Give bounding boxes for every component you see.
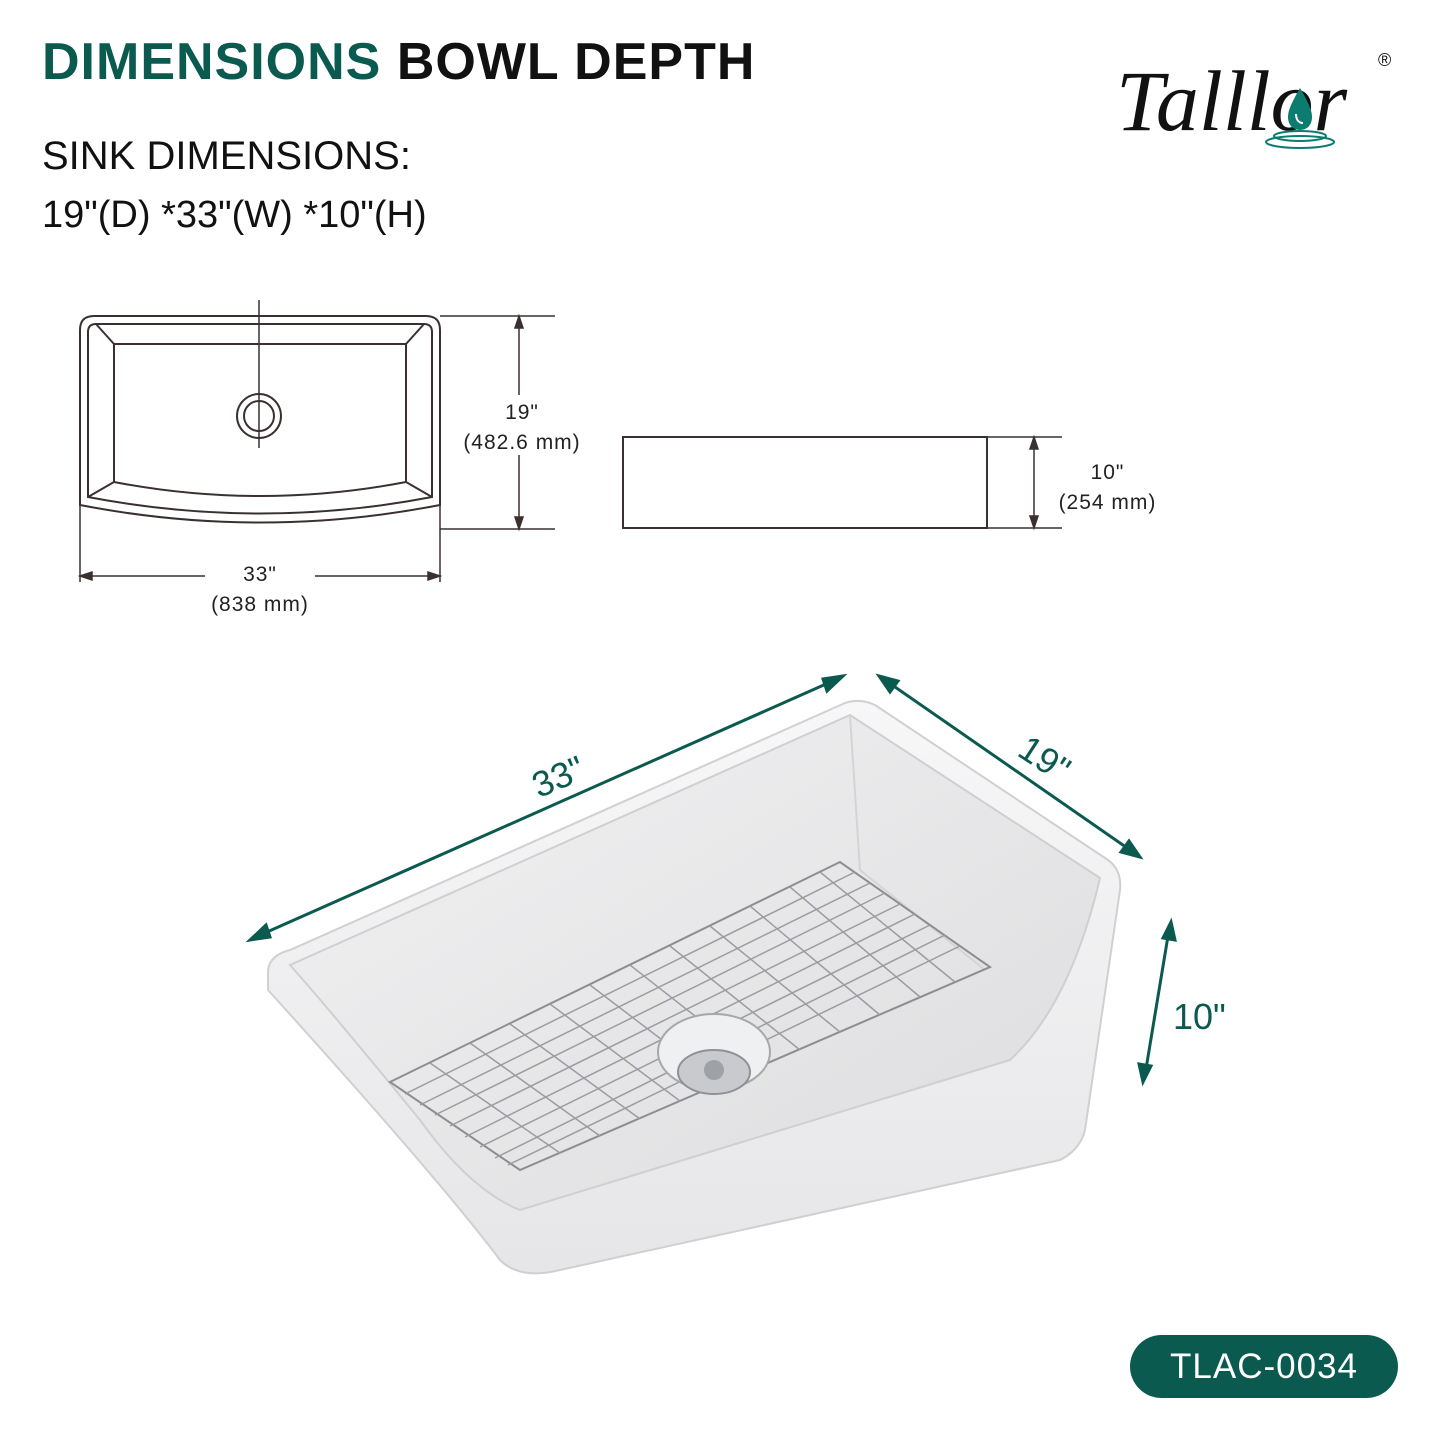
bottom-grid-rack xyxy=(388,860,993,1172)
sink-product-image xyxy=(245,673,1177,1275)
product-height-label: 10" xyxy=(1173,996,1226,1037)
side-view-height-in: 10" xyxy=(1090,461,1125,484)
title-accent: DIMENSIONS xyxy=(42,33,382,91)
width-dimension-line xyxy=(77,505,443,582)
technical-drawings xyxy=(77,300,1062,582)
model-code: TLAC-0034 xyxy=(1170,1346,1358,1386)
sink-dimensions-label: SINK DIMENSIONS: xyxy=(42,134,411,178)
side-view-height-mm: (254 mm) xyxy=(1058,491,1157,514)
top-view-drawing xyxy=(79,300,441,524)
side-view-height-label: 10" (254 mm) xyxy=(1040,458,1175,518)
registered-mark: ® xyxy=(1378,50,1391,70)
drain-strainer xyxy=(657,1013,771,1095)
model-badge: TLAC-0034 xyxy=(1130,1335,1398,1398)
brand-logo-mark: Talllor ® xyxy=(1116,50,1391,149)
brand-name: Talllor xyxy=(1116,53,1348,149)
product-dimension-arrows xyxy=(245,673,1177,1087)
height-dimension-line xyxy=(987,434,1062,531)
top-view-depth-mm: (482.6 mm) xyxy=(463,431,581,454)
side-view-drawing xyxy=(622,436,988,529)
water-drop-icon xyxy=(1265,88,1335,149)
page-title: DIMENSIONS BOWL DEPTH xyxy=(42,32,755,92)
sink-dimensions-value: 19"(D) *33"(W) *10"(H) xyxy=(42,194,427,236)
top-view-width-mm: (838 mm) xyxy=(211,593,309,616)
title-rest: BOWL DEPTH xyxy=(396,33,756,91)
depth-dimension-line xyxy=(440,313,555,532)
top-view-width-label: 33" (838 mm) xyxy=(190,560,330,620)
top-view-depth-in: 19" xyxy=(505,401,539,424)
brand-logo: Talllor ® xyxy=(1112,30,1412,160)
top-view-depth-label: 19" (482.6 mm) xyxy=(452,398,592,458)
top-view-width-in: 33" xyxy=(243,563,277,586)
